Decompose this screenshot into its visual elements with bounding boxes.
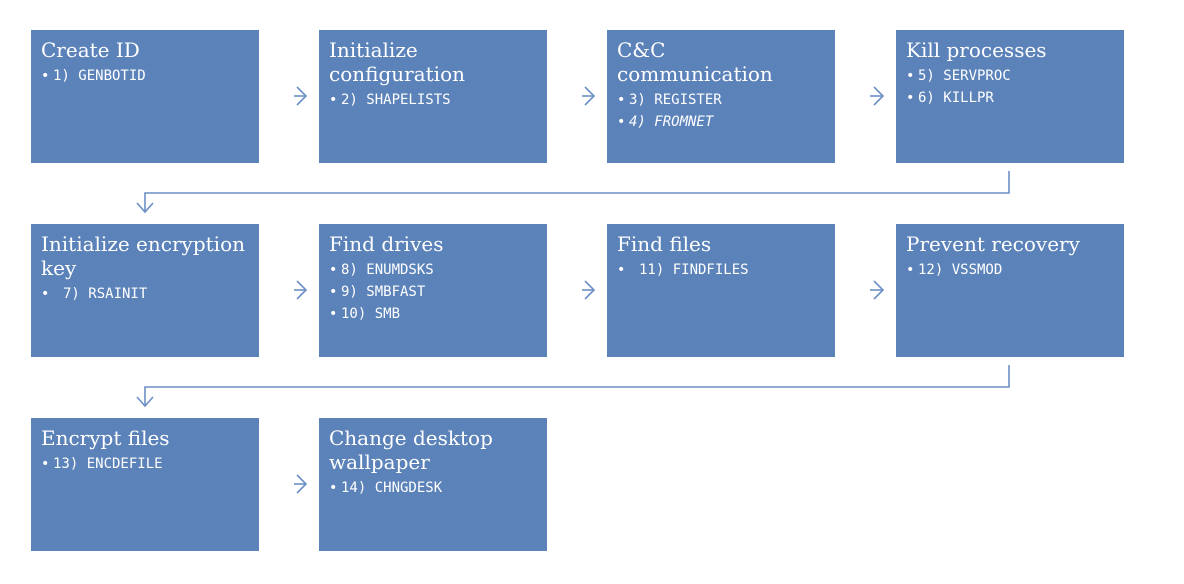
step-title: Find files [617,232,712,256]
step-items: •8) ENUMDSKS•9) SMBFAST•10) SMB [329,259,537,325]
step-items: •5) SERVPROC•6) KILLPR [906,65,1114,109]
step-title: Create ID [41,38,140,62]
step-item: •14) CHNGDESK [329,477,537,499]
arrow-head-icon [584,86,596,106]
bullet-icon: • [41,68,50,84]
step-items: •13) ENCDEFILE [41,453,249,475]
bullet-icon: • [617,92,626,108]
wrap-connector-line [144,365,1010,406]
step-code: 12) VSSMOD [918,262,1003,278]
step-code: 5) SERVPROC [918,68,1011,84]
step-title: Encrypt files [41,426,170,450]
step-title: Change desktop wallpaper [329,426,493,474]
step-items: •14) CHNGDESK [329,477,537,499]
step-box: Create ID •1) GENBOTID [31,30,259,163]
step-item: • 7) RSAINIT [41,283,249,305]
step-code: 11) FINDFILES [639,262,749,278]
step-items: • 11) FINDFILES [617,259,825,281]
bullet-icon: • [617,114,626,130]
bullet-icon: • [329,92,338,108]
wrap-connector-line [144,171,1010,212]
step-code: 6) KILLPR [918,90,994,106]
step-title: Kill processes [906,38,1047,62]
step-box: Find files • 11) FINDFILES [607,224,835,357]
arrow-head-icon [296,86,308,106]
arrow-head-icon [873,280,885,300]
step-item: •13) ENCDEFILE [41,453,249,475]
step-item: •8) ENUMDSKS [329,259,537,281]
step-code: 9) SMBFAST [341,284,426,300]
step-items: • 7) RSAINIT [41,283,249,305]
bullet-icon: • [906,262,915,278]
step-code: 8) ENUMDSKS [341,262,434,278]
step-items: •3) REGISTER•4) FROMNET [617,89,825,133]
arrow-head-icon [296,280,308,300]
step-code: 7) RSAINIT [63,286,148,302]
step-item: •4) FROMNET [617,111,825,133]
arrow-head-icon [873,86,885,106]
step-item: •1) GENBOTID [41,65,249,87]
step-box: Encrypt files •13) ENCDEFILE [31,418,259,551]
bullet-icon: • [41,286,50,302]
step-box: C&C communication•3) REGISTER•4) FROMNET [607,30,835,163]
step-code: 14) CHNGDESK [341,480,443,496]
step-code: 4) FROMNET [629,114,714,130]
step-box: Find drives•8) ENUMDSKS•9) SMBFAST•10) S… [319,224,547,357]
arrow-head-icon [296,474,308,494]
bullet-icon: • [329,262,338,278]
bullet-icon: • [617,262,626,278]
step-box: Prevent recovery •12) VSSMOD [896,224,1124,357]
bullet-icon: • [329,306,338,322]
bullet-icon: • [906,90,915,106]
step-item: •3) REGISTER [617,89,825,111]
step-title: Initialize encryption key [41,232,245,280]
step-item: •9) SMBFAST [329,281,537,303]
bullet-icon: • [329,480,338,496]
step-item: •12) VSSMOD [906,259,1114,281]
step-code: 13) ENCDEFILE [53,456,163,472]
arrow-head-icon [136,202,154,214]
step-items: •12) VSSMOD [906,259,1114,281]
step-box: Kill processes•5) SERVPROC•6) KILLPR [896,30,1124,163]
step-items: •2) SHAPELISTS [329,89,537,111]
step-code: 1) GENBOTID [53,68,146,84]
arrow-head-icon [584,280,596,300]
step-item: •2) SHAPELISTS [329,89,537,111]
step-item: •10) SMB [329,303,537,325]
step-box: Initialize configuration •2) SHAPELISTS [319,30,547,163]
step-code: 10) SMB [341,306,401,322]
arrow-head-icon [136,396,154,408]
step-title: Find drives [329,232,444,256]
bullet-icon: • [329,284,338,300]
step-item: •5) SERVPROC [906,65,1114,87]
bullet-icon: • [906,68,915,84]
step-title: C&C communication [617,38,773,86]
step-box: Initialize encryption key • 7) RSAINIT [31,224,259,357]
step-title: Prevent recovery [906,232,1080,256]
step-code: 2) SHAPELISTS [341,92,451,108]
step-box: Change desktop wallpaper •14) CHNGDESK [319,418,547,551]
bullet-icon: • [41,456,50,472]
step-items: •1) GENBOTID [41,65,249,87]
step-code: 3) REGISTER [629,92,722,108]
step-title: Initialize configuration [329,38,465,86]
step-item: •6) KILLPR [906,87,1114,109]
step-item: • 11) FINDFILES [617,259,825,281]
